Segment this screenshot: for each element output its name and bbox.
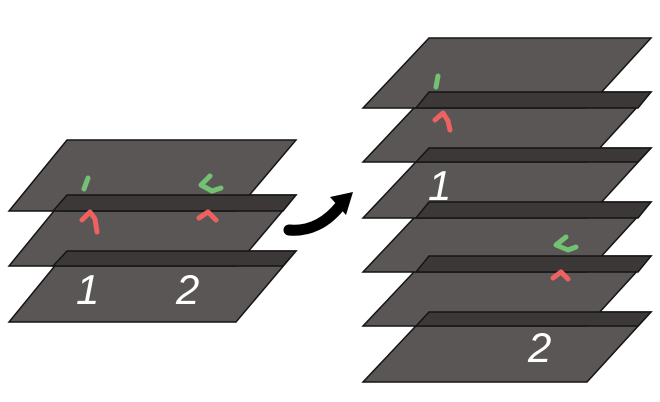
curved-arrow-icon (283, 192, 353, 236)
right-label-2: 2 (527, 324, 551, 371)
right-stack: 1 2 (361, 37, 653, 383)
right-label-1: 1 (428, 162, 451, 209)
left-green-mark-1 (81, 175, 91, 192)
right-green-mark-2 (553, 234, 579, 253)
left-overlap-band-upper (51, 194, 298, 212)
right-overlap-band-1 (414, 91, 653, 109)
right-red-mark-2 (550, 269, 571, 282)
right-overlap-band-4 (414, 255, 653, 273)
right-red-mark-1 (432, 110, 453, 133)
right-overlap-band-5 (414, 311, 653, 327)
left-label-2: 2 (175, 266, 199, 313)
right-green-mark-1 (433, 73, 441, 90)
right-overlap-band-3 (414, 201, 653, 219)
left-overlap-band-lower (51, 250, 298, 267)
right-overlap-band-2 (414, 147, 653, 163)
left-red-mark-1 (79, 209, 100, 235)
left-green-mark-2 (198, 173, 224, 194)
left-label-1: 1 (76, 266, 99, 313)
left-stack: 1 2 (7, 139, 298, 323)
left-red-mark-2 (196, 209, 219, 223)
